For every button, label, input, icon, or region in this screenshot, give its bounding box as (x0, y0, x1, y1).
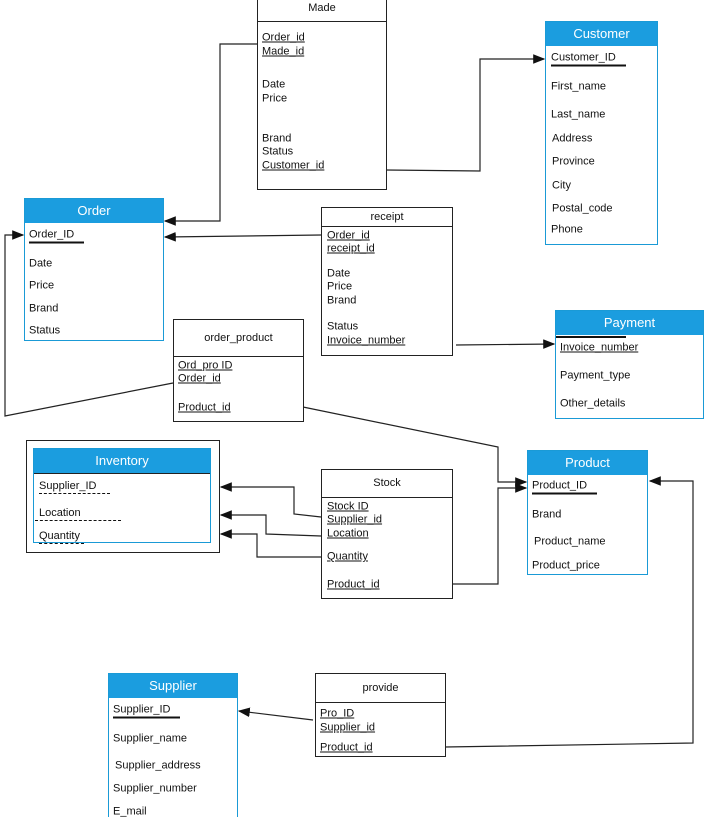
receipt-field: Date (327, 267, 351, 280)
provide-field: Product_id (320, 741, 373, 754)
receipt-order-link (163, 232, 322, 242)
receipt-table[interactable]: receipt Order_id receipt_id Date Price B… (321, 207, 453, 356)
product-field: Product_name (534, 535, 606, 548)
order-product-field: Ord_pro ID (178, 359, 233, 372)
receipt-field: Brand (327, 294, 357, 307)
payment-field: Payment_type (560, 369, 631, 382)
receipt-field: receipt_id (327, 242, 375, 255)
supplier-title: Supplier (109, 674, 237, 698)
order-product-field: Product_id (178, 401, 231, 414)
inventory-field: Location (35, 507, 121, 521)
supplier-field: E_mail (113, 805, 147, 817)
provide-product-link (444, 476, 694, 748)
order-field: Status (29, 324, 61, 337)
stock-field: Supplier_id (327, 513, 383, 526)
customer-field: Phone (551, 223, 583, 236)
receipt-field: Invoice_number (327, 334, 406, 347)
customer-field: Address (552, 132, 593, 145)
stock-product-link (452, 483, 528, 585)
stock-field: Quantity (327, 550, 368, 563)
payment-key-divider (556, 336, 626, 338)
provide-field: Pro_ID (320, 707, 355, 720)
customer-field: Postal_code (552, 202, 613, 215)
product-field: Product_ID (532, 480, 598, 495)
order-title: Order (25, 199, 163, 223)
made-customer-link (385, 54, 546, 172)
customer-title: Customer (546, 22, 657, 46)
order-product-field: Order_id (178, 372, 221, 385)
made-title: Made (258, 0, 386, 22)
product-field: Product_price (532, 559, 600, 572)
customer-field: Province (552, 155, 595, 168)
supplier-field: Supplier_address (115, 759, 201, 772)
made-field: Price (262, 92, 288, 105)
stock-table[interactable]: Stock Stock ID Supplier_id Location Quan… (321, 469, 453, 599)
supplier-field: Supplier_name (113, 732, 187, 745)
product-title: Product (528, 451, 647, 475)
made-table[interactable]: Made Order_id Made_id Date Price Brand S… (257, 0, 387, 190)
stock-field: Location (327, 527, 369, 540)
made-field: Date (262, 78, 286, 91)
stock-quantity-link (219, 529, 321, 558)
provide-table[interactable]: provide Pro_ID Supplier_id Product_id (315, 673, 446, 757)
supplier-field: Supplier_ID (113, 704, 181, 719)
order-field: Order_ID (29, 229, 85, 244)
order-field: Price (29, 279, 55, 292)
receipt-field: Order_id (327, 229, 370, 242)
receipt-field: Status (327, 320, 359, 333)
stock-title: Stock (322, 470, 452, 498)
customer-entity[interactable]: Customer Customer_ID First_name Last_nam… (545, 21, 658, 245)
product-field: Brand (532, 508, 562, 521)
receipt-field: Price (327, 280, 353, 293)
stock-field: Stock ID (327, 500, 369, 513)
made-field: Customer_id (262, 159, 325, 172)
provide-field: Supplier_id (320, 721, 376, 734)
made-field: Made_id (262, 45, 305, 58)
provide-title: provide (316, 674, 445, 703)
inventory-title: Inventory (34, 449, 210, 474)
inventory-frame: Inventory Supplier_ID Location Quantity (26, 440, 220, 553)
customer-field: Last_name (551, 108, 606, 121)
payment-entity[interactable]: Payment Invoice_number Payment_type Othe… (555, 310, 704, 419)
receipt-title: receipt (322, 208, 452, 227)
receipt-payment-link (455, 339, 556, 349)
made-field: Status (262, 145, 294, 158)
payment-title: Payment (556, 311, 703, 335)
supplier-field: Supplier_number (113, 782, 197, 795)
payment-field: Other_details (560, 397, 626, 410)
payment-field: Invoice_number (560, 341, 639, 354)
inventory-field: Quantity (39, 530, 84, 544)
stock-field: Product_id (327, 578, 380, 591)
order-field: Date (29, 257, 53, 270)
made-field: Order_id (262, 31, 305, 44)
customer-field: Customer_ID (551, 52, 626, 67)
order-field: Brand (29, 302, 59, 315)
orderproduct-product-link (302, 406, 528, 487)
inventory-entity[interactable]: Inventory Supplier_ID Location Quantity (33, 448, 211, 544)
product-entity[interactable]: Product Product_ID Brand Product_name Pr… (527, 450, 648, 575)
order-product-table[interactable]: order_product Ord_pro ID Order_id Produc… (173, 319, 304, 422)
supplier-entity[interactable]: Supplier Supplier_ID Supplier_name Suppl… (108, 673, 238, 817)
made-field: Brand (262, 132, 292, 145)
customer-field: City (552, 179, 571, 192)
inventory-field: Supplier_ID (39, 480, 111, 494)
order-product-title: order_product (174, 320, 303, 357)
orderproduct-order-link (4, 230, 174, 417)
stock-location-link (219, 510, 322, 537)
customer-field: First_name (551, 80, 607, 93)
order-entity[interactable]: Order Order_ID Date Price Brand Status (24, 198, 164, 341)
stock-supplier-link (219, 482, 322, 518)
provide-supplier-link (237, 707, 314, 721)
made-order-link (163, 43, 257, 226)
